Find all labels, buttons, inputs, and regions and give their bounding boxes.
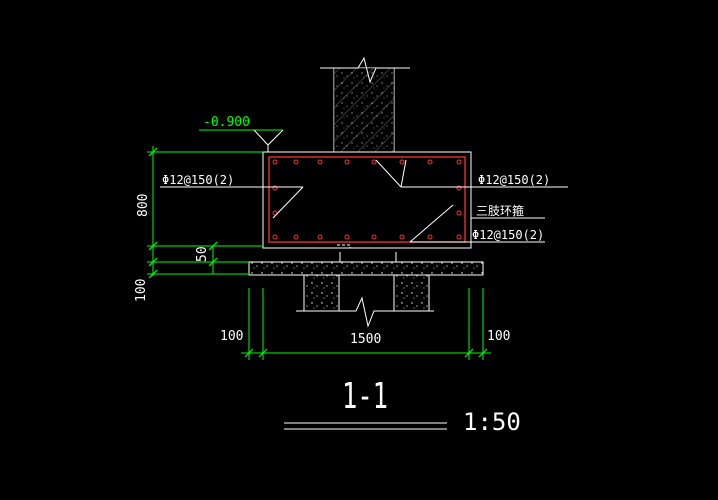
beam-section [262,151,472,262]
section-title: 1-1 [342,376,388,417]
elevation-label: -0.900 [203,115,250,130]
stirrup-note: 三肢环箍 [476,203,524,218]
dim-100-vertical-label: 100 [134,279,149,302]
title-underline [284,422,447,430]
rebar-right-bottom-label: Φ12@150(2) [472,228,544,242]
column [320,56,410,153]
leader-lines [160,159,568,243]
dim-left-100-label: 100 [220,329,243,344]
scale-label: 1:50 [463,408,521,436]
piles [296,274,434,328]
cushion-slab [248,261,484,276]
dimension-lines [147,146,491,360]
dim-height-label: 800 [136,194,151,217]
dim-right-100-label: 100 [487,329,510,344]
rebar-dots [272,159,462,240]
elevation-marker [199,129,284,152]
dim-50-label: 50 [195,246,210,262]
rebar-right-top-label: Φ12@150(2) [478,173,550,187]
dim-width-label: 1500 [350,332,381,347]
rebar-left-label: Φ12@150(2) [162,173,234,187]
dimension-ticks [148,147,488,358]
